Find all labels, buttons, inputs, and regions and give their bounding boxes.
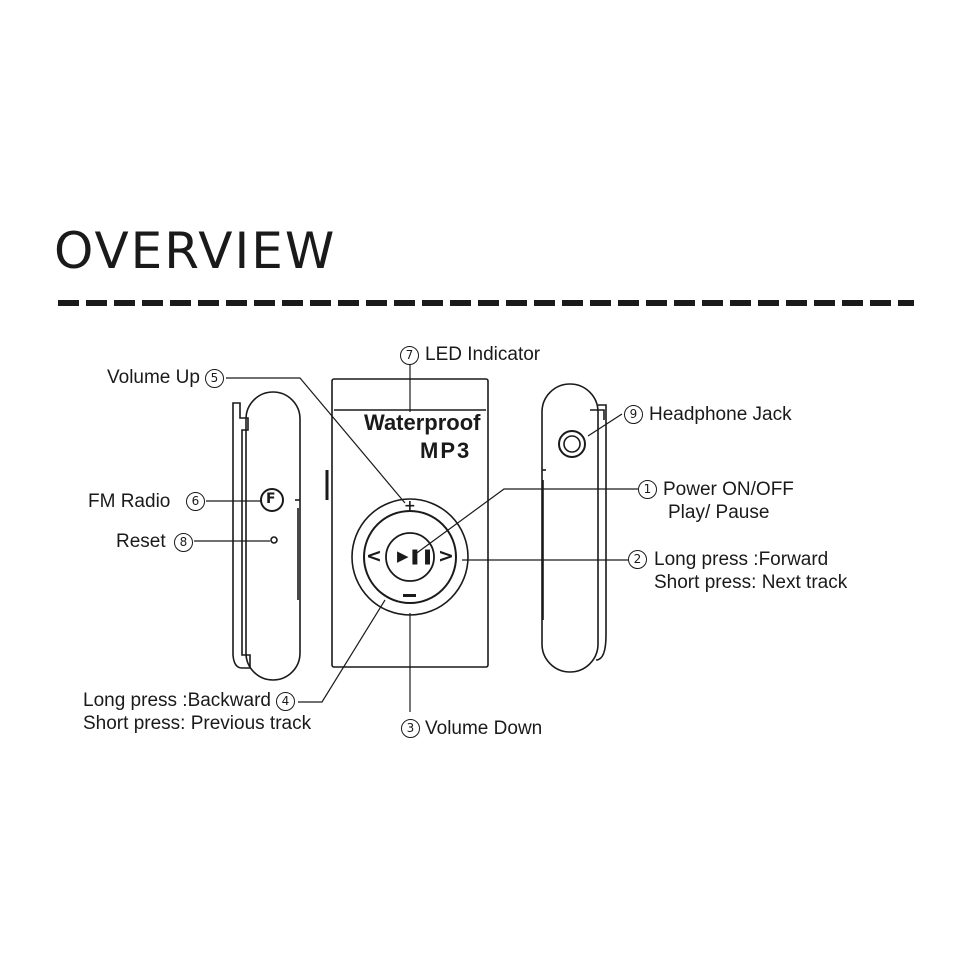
callout-label-play-pause: Play/ Pause bbox=[668, 502, 770, 523]
callout-label-led-indicator: LED Indicator bbox=[425, 344, 541, 365]
callout-label-forward: Long press :Forward bbox=[654, 549, 829, 570]
right-clip bbox=[595, 404, 607, 661]
play-pause-icon: ▶❚❚ bbox=[397, 547, 434, 565]
leader-lines bbox=[194, 364, 638, 712]
volume-down-icon bbox=[403, 594, 416, 597]
callout-label-fm-radio: FM Radio bbox=[88, 491, 171, 512]
left-clip bbox=[232, 402, 251, 669]
callout-number-5: 5 bbox=[205, 369, 224, 388]
left-body bbox=[245, 391, 301, 681]
callout-label-previous-track: Short press: Previous track bbox=[83, 713, 312, 734]
callout-label-power: Power ON/OFF bbox=[663, 479, 794, 500]
device-brand-line1: Waterproof bbox=[364, 410, 481, 435]
callout-label-volume-up: Volume Up bbox=[107, 367, 200, 388]
callout-number-2: 2 bbox=[628, 550, 647, 569]
callout-number-7: 7 bbox=[400, 346, 419, 365]
previous-icon: < bbox=[366, 545, 382, 567]
callout-number-6: 6 bbox=[186, 492, 205, 511]
dashed-divider bbox=[58, 300, 914, 306]
right-body bbox=[541, 383, 599, 673]
reset-hole bbox=[270, 536, 278, 544]
control-ring-inner bbox=[363, 510, 457, 604]
next-icon: > bbox=[438, 545, 454, 567]
callout-label-headphone-jack: Headphone Jack bbox=[649, 404, 792, 425]
device-brand-line2: MP3 bbox=[420, 438, 472, 463]
page-title: OVERVIEW bbox=[54, 222, 337, 280]
right-side-view bbox=[541, 383, 607, 673]
callout-number-8: 8 bbox=[174, 533, 193, 552]
fm-key-label: F bbox=[266, 491, 276, 507]
callout-number-9: 9 bbox=[624, 405, 643, 424]
callout-number-1: 1 bbox=[638, 480, 657, 499]
callout-label-backward: Long press :Backward bbox=[83, 690, 271, 711]
volume-up-icon: + bbox=[404, 498, 416, 514]
play-pause-button bbox=[385, 532, 435, 582]
callout-number-3: 3 bbox=[401, 719, 420, 738]
headphone-jack bbox=[558, 430, 586, 458]
left-side-view bbox=[232, 391, 301, 681]
callout-label-reset: Reset bbox=[116, 531, 166, 552]
fm-radio-button bbox=[260, 488, 284, 512]
callout-number-4: 4 bbox=[276, 692, 295, 711]
callout-label-next-track: Short press: Next track bbox=[654, 572, 848, 593]
callout-label-volume-down: Volume Down bbox=[425, 718, 543, 739]
